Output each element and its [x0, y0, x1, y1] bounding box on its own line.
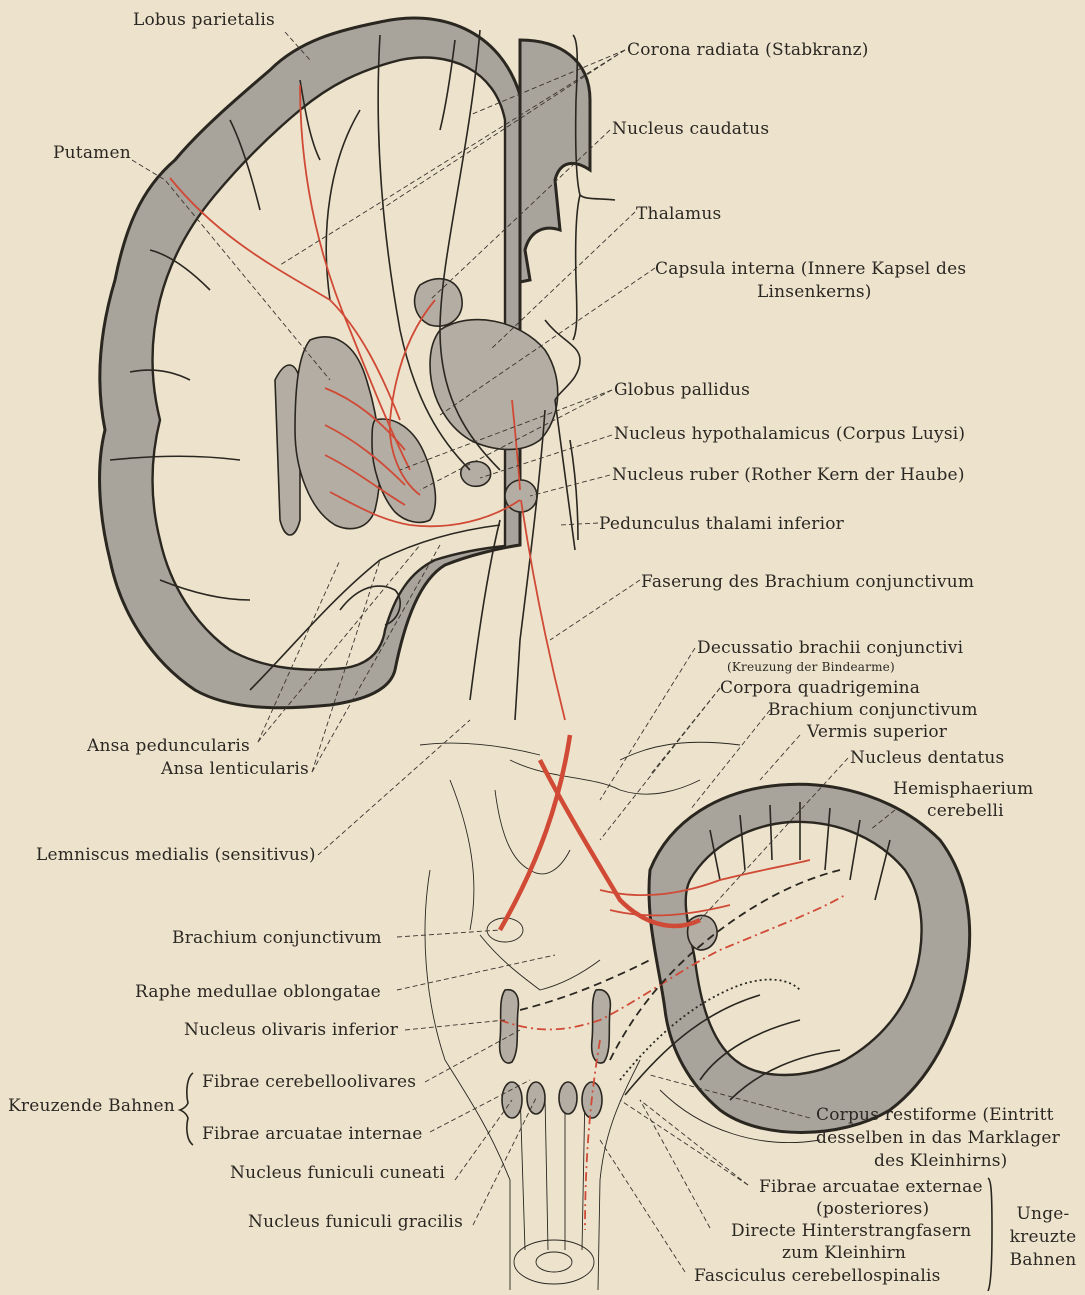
label-nucleus-cuneati: Nucleus funiculi cuneati [230, 1163, 445, 1183]
label-ansa-peduncularis: Ansa peduncularis [87, 736, 250, 756]
label-lobus-parietalis: Lobus parietalis [133, 10, 275, 30]
medial-cortex [520, 40, 590, 282]
label-fibrae-arcuatae-internae: Fibrae arcuatae internae [202, 1124, 423, 1144]
nucleus-olivaris-right [592, 990, 611, 1063]
label-directe-2: zum Kleinhirn [782, 1243, 906, 1263]
label-ungekreuzte-3: Bahnen [1003, 1250, 1083, 1270]
label-directe-1: Directe Hinterstrangfasern [731, 1221, 971, 1241]
label-nucleus-olivaris: Nucleus olivaris inferior [184, 1020, 398, 1040]
label-globus-pallidus: Globus pallidus [614, 380, 750, 400]
label-fibrae-cerebelloolivares: Fibrae cerebelloolivares [202, 1072, 416, 1092]
label-vermis-superior: Vermis superior [807, 722, 947, 742]
label-nucleus-hypothalamicus: Nucleus hypothalamicus (Corpus Luysi) [614, 424, 965, 444]
label-faserung-brachium: Faserung des Brachium conjunctivum [641, 572, 974, 592]
label-corpus-restiforme-1: Corpus restiforme (Eintritt [816, 1105, 1054, 1125]
label-corpus-restiforme-2: desselben in das Marklager [816, 1128, 1060, 1148]
nucleus-gracilis-left [527, 1082, 545, 1114]
label-corpus-restiforme-3: des Kleinhirns) [874, 1151, 1007, 1171]
nucleus-olivaris-left [500, 990, 519, 1063]
label-hemisphaerium-1: Hemisphaerium [893, 779, 1033, 799]
label-fibrae-arcuatae-externae-2: (posteriores) [816, 1199, 929, 1219]
label-brachium-conjunctivum-right: Brachium conjunctivum [768, 700, 978, 720]
nucleus-gracilis-right [559, 1082, 577, 1114]
label-nucleus-ruber: Nucleus ruber (Rother Kern der Haube) [612, 465, 965, 485]
label-hemisphaerium-2: cerebelli [927, 801, 1004, 821]
label-nucleus-caudatus: Nucleus caudatus [612, 119, 769, 139]
label-ungekreuzte-2: kreuzte [1003, 1227, 1083, 1247]
label-kreuzende-bahnen: Kreuzende Bahnen [8, 1096, 175, 1116]
label-capsula-interna-1: Capsula interna (Innere Kapsel des [655, 259, 966, 279]
label-fasciculus: Fasciculus cerebellospinalis [694, 1266, 941, 1286]
label-fibrae-arcuatae-externae-1: Fibrae arcuatae externae [759, 1177, 983, 1197]
label-pedunculus-thalami: Pedunculus thalami inferior [599, 514, 844, 534]
ventricle-wall [545, 320, 580, 550]
label-nucleus-gracilis: Nucleus funiculi gracilis [248, 1212, 463, 1232]
label-brachium-conjunctivum-left: Brachium conjunctivum [172, 928, 382, 948]
label-nucleus-dentatus: Nucleus dentatus [850, 748, 1004, 768]
label-ungekreuzte-1: Unge- [1003, 1204, 1083, 1224]
label-decussatio-sub: (Kreuzung der Bindearme) [727, 660, 895, 674]
label-decussatio: Decussatio brachii conjunctivi [697, 638, 963, 658]
label-ansa-lenticularis: Ansa lenticularis [161, 759, 309, 779]
label-corona-radiata: Corona radiata (Stabkranz) [627, 40, 869, 60]
label-capsula-interna-2: Linsenkerns) [757, 282, 872, 302]
label-lemniscus-medialis: Lemniscus medialis (sensitivus) [36, 845, 316, 865]
label-corpora-quadrigemina: Corpora quadrigemina [720, 678, 920, 698]
label-thalamus: Thalamus [636, 204, 721, 224]
label-putamen: Putamen [53, 143, 131, 163]
label-raphe: Raphe medullae oblongatae [135, 982, 381, 1002]
